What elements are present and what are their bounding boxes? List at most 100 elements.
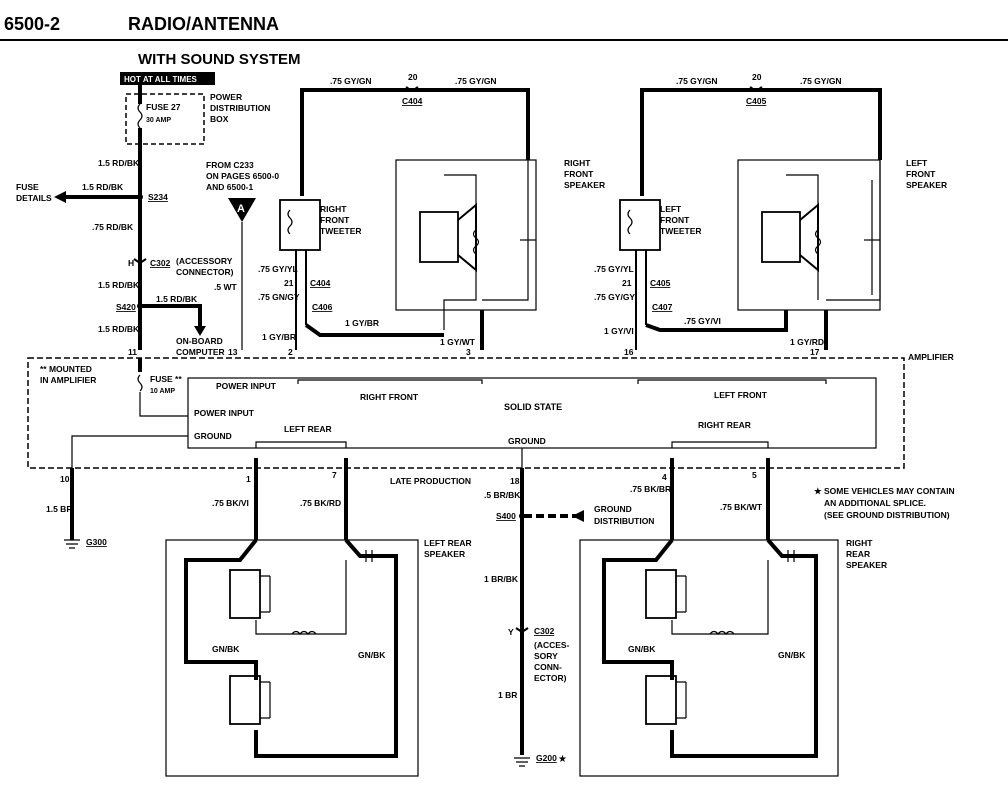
solid-state-label: SOLID STATE <box>504 402 562 412</box>
rr-capacitor <box>787 550 795 562</box>
wire-label-1brbk: 1 BR/BK <box>484 574 519 584</box>
wire-lf-gyvi <box>645 310 788 332</box>
amp-fuse-label: FUSE ** <box>150 374 182 384</box>
rf-w-gybr2: 1 GY/BR <box>262 332 296 342</box>
lf-coil-wiring <box>786 174 819 300</box>
lf-speaker-2: FRONT <box>906 169 936 179</box>
pin-1: 1 <box>246 474 251 484</box>
rr-woofer1-icon <box>645 569 677 619</box>
acc-bottom-2: SORY <box>534 651 558 661</box>
wire-label-w5: 1.5 RD/BK <box>156 294 198 304</box>
ground-center-label: GROUND <box>508 436 546 446</box>
lf-speaker-1: LEFT <box>906 158 928 168</box>
rf-pin21: 21 <box>284 278 294 288</box>
lf-speaker-3: SPEAKER <box>906 180 947 190</box>
rr-speaker-2: REAR <box>846 549 870 559</box>
acc-conn-2: CONNECTOR) <box>176 267 234 277</box>
wire-label-w6: 1.5 RD/BK <box>98 324 140 334</box>
wire-amp-ground <box>71 435 188 468</box>
rr-crossover-coil <box>709 630 735 635</box>
lf-w-gyvi: .75 GY/VI <box>684 316 721 326</box>
lr-gnbk-1: GN/BK <box>212 644 240 654</box>
wire-label-w4: 1.5 RD/BK <box>98 280 140 290</box>
arrow-down-icon <box>194 326 206 336</box>
rr-coil1-wiring <box>676 575 687 613</box>
lr-speaker-box <box>165 539 419 777</box>
wire-lr-gnbk-right <box>254 538 398 758</box>
lf-top-pin: 20 <box>752 72 762 82</box>
ground-g300-icon <box>64 539 80 549</box>
rf-top-w1: .75 GY/GN <box>330 76 372 86</box>
wire-label-w2: 1.5 RD/BK <box>82 182 124 192</box>
pdb-label-1: POWER <box>210 92 242 102</box>
splice-s234 <box>137 194 143 200</box>
hot-badge-label: HOT AT ALL TIMES <box>124 75 198 84</box>
wire-label-brbk: .5 BR/BK <box>484 490 521 500</box>
g200-star-icon: ★ <box>558 754 567 765</box>
lf-speaker-box <box>737 159 881 311</box>
rf-top-w2: .75 GY/GN <box>455 76 497 86</box>
lf-top-connector <box>749 86 763 93</box>
late-production-label: LATE PRODUCTION <box>390 476 471 486</box>
wire-label-bkbr: .75 BK/BR <box>630 484 671 494</box>
lr-woofer2-icon <box>229 675 261 725</box>
bracket-right-rear <box>671 441 769 448</box>
fuse27-label: FUSE 27 <box>146 102 181 112</box>
lr-woofer1-icon <box>229 569 261 619</box>
wire-rf-gybr <box>304 323 444 337</box>
rf-top-pin: 20 <box>408 72 418 82</box>
wire-to-obc <box>142 304 202 328</box>
wire-label-bkvi: .75 BK/VI <box>212 498 249 508</box>
rf-tweeter-1: RIGHT <box>320 204 347 214</box>
rf-tweeter-2: FRONT <box>320 215 350 225</box>
wire-label-bkrd: .75 BK/RD <box>300 498 341 508</box>
rf-speaker-2: FRONT <box>564 169 594 179</box>
lr-gnbk-2: GN/BK <box>358 650 386 660</box>
from-c233-2: ON PAGES 6500-0 <box>206 171 279 181</box>
rf-tweeter-coil <box>287 209 293 235</box>
lf-c407: C407 <box>652 302 673 312</box>
lr-crossover-wiring <box>255 560 347 635</box>
rf-top-connector <box>405 86 419 93</box>
lf-pin16: 16 <box>624 347 634 357</box>
gd-label-2: DISTRIBUTION <box>594 516 654 526</box>
rf-top-conn: C404 <box>402 96 423 106</box>
ground-g200-icon <box>514 757 530 767</box>
pin-10: 10 <box>60 474 70 484</box>
lf-tweeter-3: TWEETER <box>660 226 702 236</box>
connector-c302-symbol <box>133 258 147 265</box>
pin-13: 13 <box>228 347 238 357</box>
pdb-label-3: BOX <box>210 114 229 124</box>
lf-w-gyvi2: 1 GY/VI <box>604 326 634 336</box>
obc-label-1: ON-BOARD <box>176 336 223 346</box>
pin-y: Y <box>508 627 514 637</box>
note-line-3: (SEE GROUND DISTRIBUTION) <box>824 510 950 520</box>
mounted-note-2: IN AMPLIFIER <box>40 375 96 385</box>
pin-18: 18 <box>510 476 520 486</box>
lf-w-gyyl: .75 GY/YL <box>594 264 634 274</box>
connector-a-marker <box>228 198 256 222</box>
power-input-top: POWER INPUT <box>216 381 277 391</box>
wire-label-w3: .75 RD/BK <box>92 222 134 232</box>
lr-speaker-2: SPEAKER <box>424 549 465 559</box>
rr-coil2-wiring <box>676 681 687 719</box>
splice-s400 <box>519 513 525 519</box>
arrow-left-small-icon <box>572 510 584 522</box>
acc-bottom-1: (ACCES- <box>534 640 570 650</box>
rr-gnbk-1: GN/BK <box>628 644 656 654</box>
lf-speaker-wiring <box>826 160 881 301</box>
s234-label: S234 <box>148 192 168 202</box>
lr-crossover-coil <box>291 630 317 635</box>
lf-pin21: 21 <box>622 278 632 288</box>
rr-speaker-1: RIGHT <box>846 538 873 548</box>
from-c233-3: AND 6500-1 <box>206 182 254 192</box>
rr-speaker-box <box>579 539 839 777</box>
wire-amp-power-input <box>139 392 188 417</box>
lr-capacitor <box>365 550 373 562</box>
rf-speaker-wiring <box>482 160 529 301</box>
wire-rr-gnbk-right <box>670 538 818 758</box>
left-front-label: LEFT FRONT <box>714 390 768 400</box>
g200-label: G200 <box>536 753 557 763</box>
wire-label-bkwt: .75 BK/WT <box>720 502 763 512</box>
fuse-details-2: DETAILS <box>16 193 52 203</box>
